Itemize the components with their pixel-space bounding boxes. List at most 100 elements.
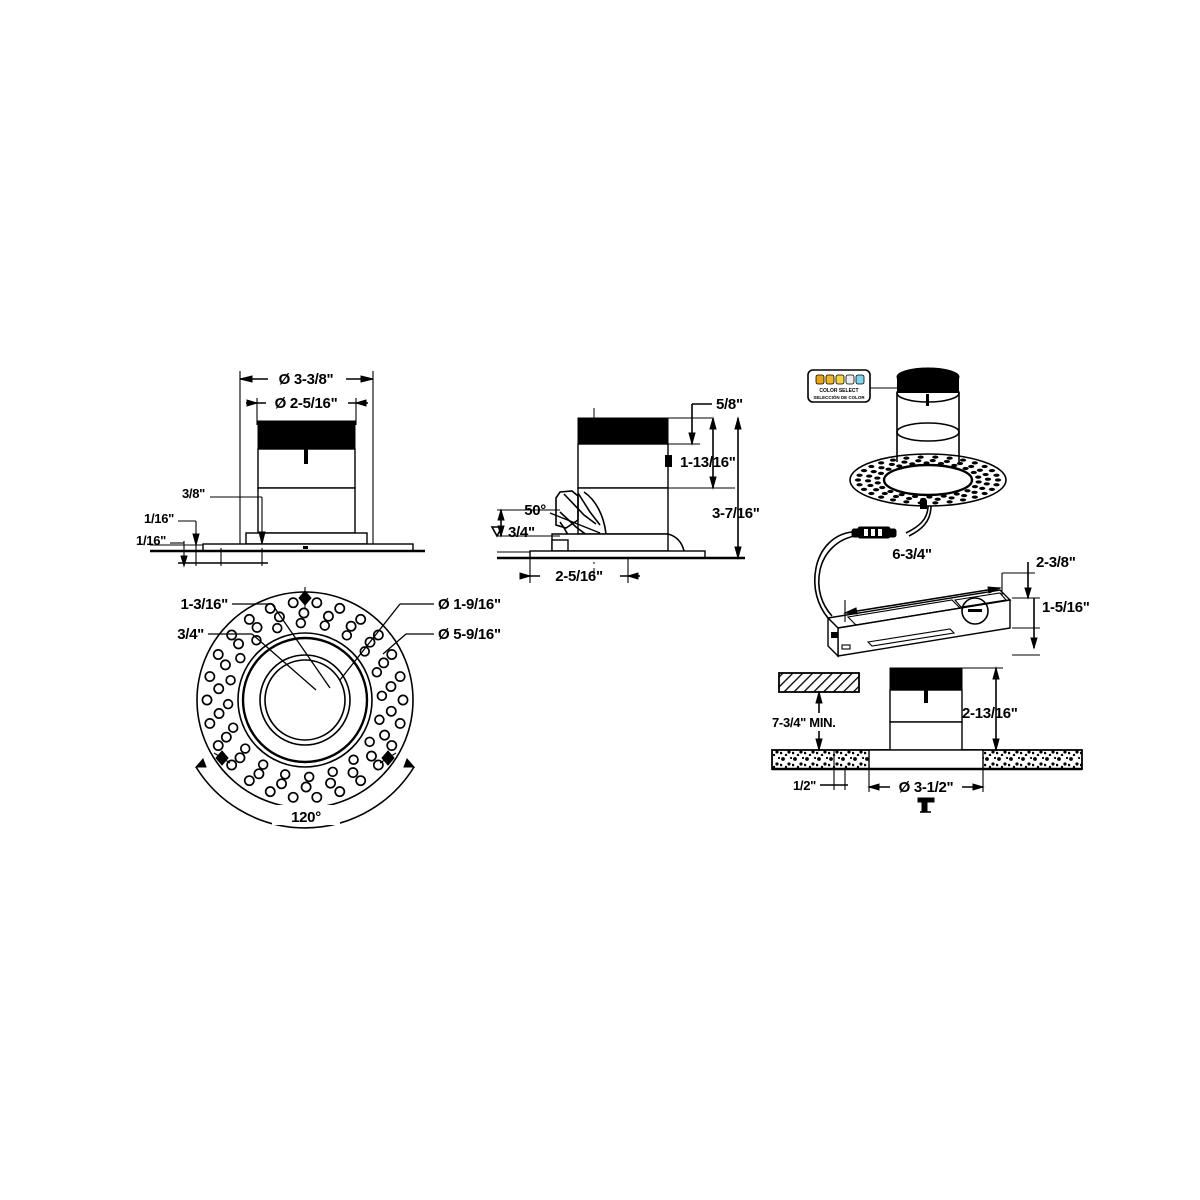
color-select-line1: COLOR SELECT (819, 388, 858, 394)
perforation-hole (319, 620, 331, 631)
arrow-734-bot (815, 738, 823, 752)
iso-perforation-hole (988, 487, 996, 491)
color-select-box (807, 369, 871, 403)
iso-perforation-hole (971, 495, 978, 499)
arrow-21316-top (992, 666, 1000, 680)
perforation-hole (235, 652, 246, 664)
iso-perforation-hole (917, 455, 924, 459)
dim-label-body-height: 1-13/16" (680, 454, 736, 471)
perforation-hole (257, 759, 269, 770)
perforation-hole (233, 638, 244, 650)
arrow-outer-left (239, 375, 253, 383)
arrow-312-right (972, 783, 985, 791)
jbox-cord-entry (831, 632, 838, 638)
connector-rib-3 (878, 529, 882, 536)
perforation-hole (287, 791, 299, 803)
perforation-hole (386, 740, 398, 751)
swatch-4 (845, 374, 855, 385)
arrow-1516 (1030, 637, 1038, 650)
iso-perforation-hole (905, 496, 913, 501)
leader-34plan-b (251, 633, 317, 691)
iso-perforation-hole (934, 497, 941, 501)
arrow-3716-top (734, 416, 742, 430)
perforation-hole (213, 708, 225, 719)
iso-perforation-hole (971, 485, 979, 489)
arrow-34-top (497, 508, 505, 521)
iso-perforation-hole (866, 474, 873, 478)
perforation-hole (394, 718, 406, 729)
arrow-634-left (843, 607, 858, 615)
section-flange-fillet (667, 533, 685, 552)
iso-perforation-hole (946, 500, 953, 504)
perforation-hole (264, 786, 276, 798)
swatch-2 (825, 374, 835, 385)
iso-perforation-hole (898, 492, 905, 497)
perforation-hole (386, 649, 398, 660)
iso-perforation-hole (962, 466, 969, 471)
iso-perforation-hole (932, 501, 939, 505)
dim-label-housing-protrusion: 2-13/16" (962, 705, 1018, 722)
spring-clip-arm-3 (559, 511, 589, 537)
arrow-58 (688, 432, 696, 446)
dim-label-clip-spacing-angle: 120° (291, 809, 321, 826)
leader-5916-b (382, 633, 407, 655)
section-flange-base (551, 533, 669, 552)
color-select-line2: SELECCIÓN DE COLOR (813, 393, 865, 400)
section-lower-body (577, 487, 669, 535)
perforation-hole (311, 791, 323, 803)
iso-perforation-hole (885, 467, 892, 471)
perforation-hole (226, 629, 238, 641)
perforation-hole (322, 610, 334, 622)
cutout-symbol (917, 797, 935, 813)
perforation-hole (240, 743, 251, 754)
perforation-hole (348, 754, 359, 765)
dim-label-flange-depth: 3/8" (182, 486, 205, 501)
perforation-hole (220, 731, 232, 743)
view-front-elevation: Ø 3-3/8" Ø 2-5/16" 3/8" 1/16" 1/16" (136, 371, 425, 568)
iso-perforation-hole (993, 483, 1000, 487)
iso-perforation-hole (923, 461, 930, 465)
iso-perforation-hole (975, 475, 982, 479)
iso-perforation-hole (975, 480, 982, 484)
jbox-knockout (961, 597, 989, 625)
dim-label-inner-dia: Ø 2-5/16" (275, 395, 338, 412)
perforation-hole (376, 690, 388, 702)
perforation-hole (298, 607, 310, 619)
perforation-hole (295, 617, 307, 629)
iso-perforation-hole (889, 498, 897, 502)
perforation-hole (394, 671, 406, 683)
perforation-hole (334, 602, 346, 614)
iso-perforation-hole (864, 479, 872, 483)
iso-can-cap (897, 377, 959, 393)
ceiling-housing-lower (889, 721, 963, 751)
iso-perforation-hole (881, 491, 888, 496)
section-side-tab (665, 455, 672, 467)
label-bg-734 (772, 713, 866, 731)
perforation-hole (227, 722, 239, 733)
plan-perforations (201, 597, 409, 803)
perforation-hole (287, 597, 299, 609)
iso-perforation-hole (981, 491, 988, 496)
iso-perforation-hole (911, 494, 919, 499)
dim-label-clip-drop: 3/4" (508, 524, 535, 541)
arrow-238 (1024, 587, 1032, 600)
color-select-callout: COLOR SELECT SELECCIÓN DE COLOR (807, 369, 900, 403)
iso-perforation-hole (888, 462, 895, 467)
jbox-plate-2 (953, 592, 1008, 608)
iso-perforation-hole (889, 458, 897, 462)
arrow-113-bot (709, 476, 717, 490)
iso-perforation-hole (867, 483, 874, 488)
iso-perforation-hole (993, 473, 1000, 477)
leader-50deg (549, 512, 601, 534)
section-clip-foot (551, 539, 569, 552)
swatch-5 (855, 374, 865, 385)
iso-perforation-hole (932, 455, 939, 459)
perforation-hole (212, 740, 224, 751)
ceiling-housing-tab (924, 690, 928, 703)
iso-perforation-hole (909, 462, 916, 466)
view-bottom-plan: 1-3/16" 3/4" Ø 1-9/16" Ø 5-9/16" 120° (177, 587, 501, 829)
arrow-inner-left (246, 399, 259, 407)
dim-label-ring-width-b: 3/4" (177, 626, 204, 643)
iso-perforation-hole (878, 461, 885, 465)
